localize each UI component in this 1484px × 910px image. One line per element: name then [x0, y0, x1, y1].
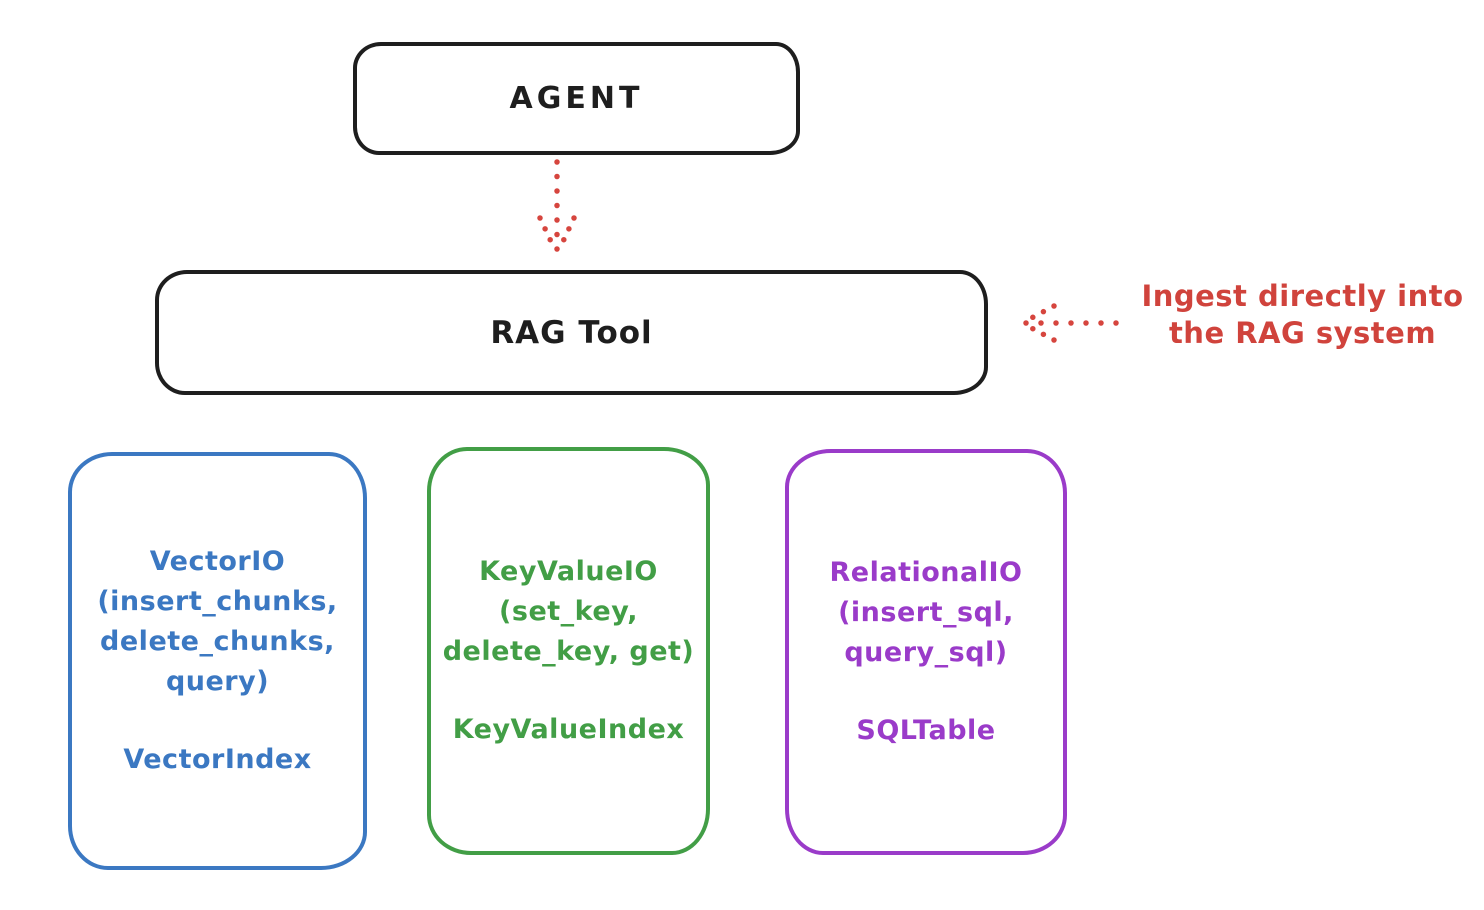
storage-index-label: VectorIndex	[123, 744, 312, 775]
ingest-annotation: Ingest directly into the RAG system	[1130, 278, 1475, 352]
storage-line: (set_key,	[499, 596, 638, 627]
storage-line: KeyValueIO	[479, 556, 658, 587]
storage-line: (insert_chunks,	[97, 586, 338, 617]
ingest-annotation-line1: Ingest directly into	[1141, 279, 1464, 313]
rag-tool-box: RAG Tool	[155, 270, 988, 395]
vector-io-box: VectorIO (insert_chunks, delete_chunks, …	[68, 452, 367, 870]
storage-line: query_sql)	[844, 637, 1008, 668]
agent-to-rag-dotted-arrow-icon	[537, 159, 577, 253]
storage-index-label: KeyValueIndex	[452, 714, 685, 745]
relational-io-box: RelationalIO (insert_sql, query_sql) SQL…	[785, 449, 1067, 855]
storage-line: delete_key, get)	[442, 636, 695, 667]
ingest-dotted-arrow-icon	[1021, 303, 1133, 343]
storage-line: query)	[165, 666, 270, 697]
ingest-annotation-line2: the RAG system	[1168, 316, 1437, 350]
storage-index-label: SQLTable	[856, 715, 996, 746]
storage-line: delete_chunks,	[100, 626, 335, 657]
keyvalue-io-box: KeyValueIO (set_key, delete_key, get) Ke…	[427, 447, 710, 855]
agent-box: AGENT	[353, 42, 800, 155]
rag-tool-label: RAG Tool	[490, 314, 653, 351]
storage-line: RelationalIO	[829, 557, 1023, 588]
storage-line: (insert_sql,	[838, 597, 1014, 628]
storage-line: VectorIO	[149, 546, 286, 577]
agent-label: AGENT	[509, 81, 644, 116]
